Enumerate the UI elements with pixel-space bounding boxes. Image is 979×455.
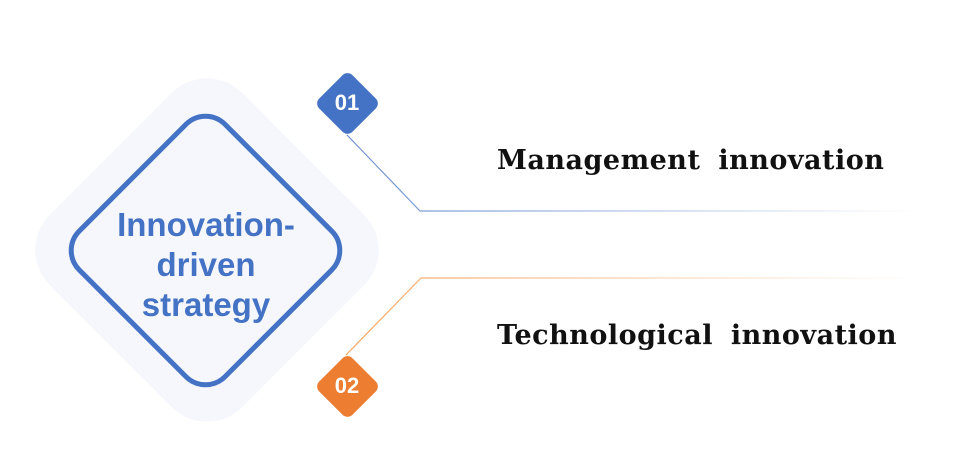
badge-number: 02 xyxy=(334,373,360,398)
connector-line-01-bottom xyxy=(346,134,915,212)
connector-line-02-top xyxy=(345,277,915,356)
badge-number: 01 xyxy=(334,90,360,115)
center-title-line: driven xyxy=(156,246,256,283)
center-title-line: Innovation- xyxy=(117,206,295,243)
item-label-technological: Technological innovation xyxy=(497,320,897,351)
center-title-line: strategy xyxy=(141,286,271,323)
center-title: Innovation- driven strategy xyxy=(86,205,326,325)
item-label-management: Management innovation xyxy=(497,145,885,176)
